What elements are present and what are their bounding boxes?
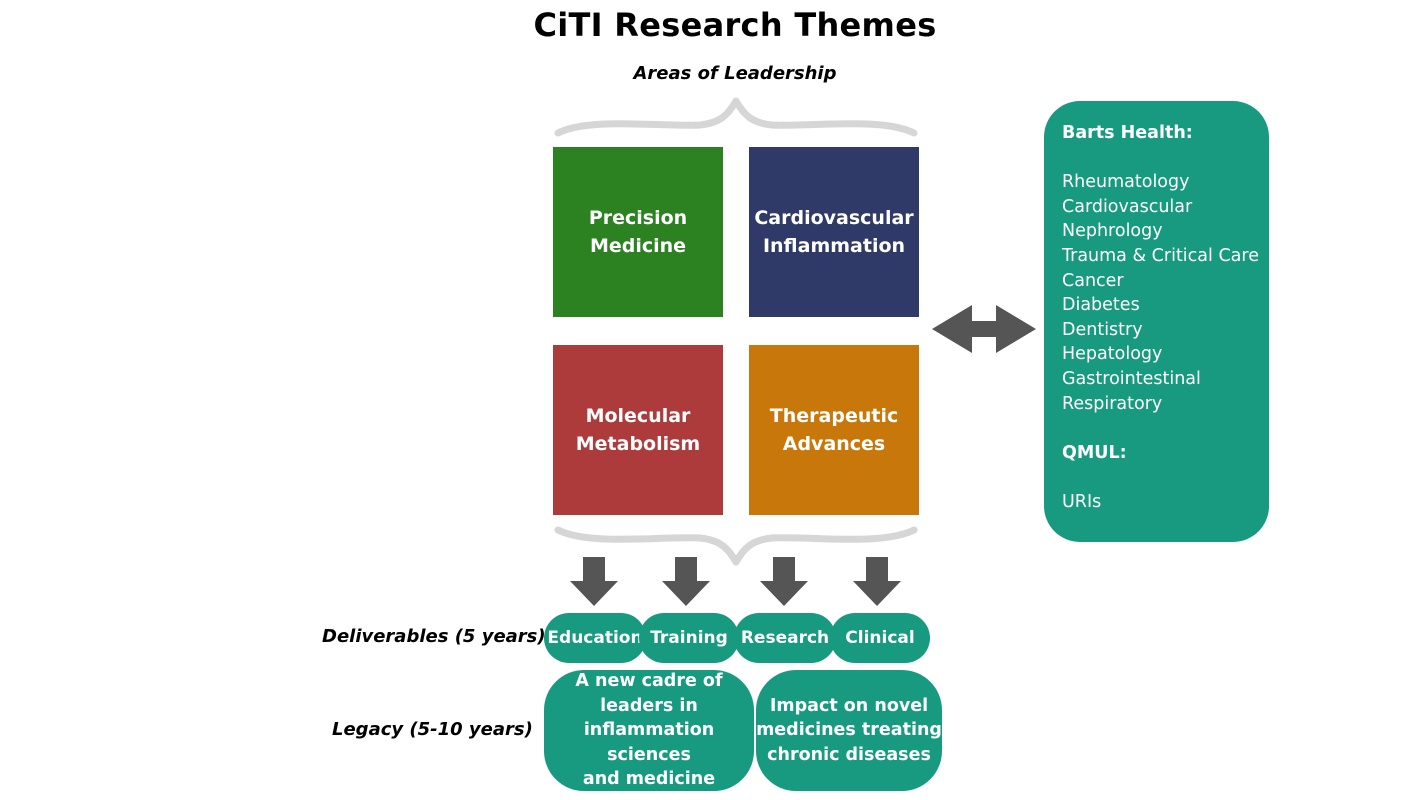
barts-item: Cardiovascular: [1062, 196, 1193, 217]
deliverable-research: Research: [734, 613, 836, 663]
barts-item: Diabetes: [1062, 295, 1140, 316]
top-brace-icon: [554, 97, 918, 137]
barts-item: Cancer: [1062, 270, 1124, 291]
deliverable-training: Training: [639, 613, 739, 663]
legacy-new-leaders: A new cadre of leaders in inflammation s…: [544, 670, 754, 791]
barts-item: Trauma & Critical Care: [1062, 245, 1259, 266]
barts-item: Hepatology: [1062, 344, 1163, 365]
deliverables-label: Deliverables (5 years): [322, 626, 546, 647]
deliverable-clinical: Clinical: [830, 613, 930, 663]
barts-item: Gastrointestinal: [1062, 368, 1201, 389]
theme-therapeutic-advances: Therapeutic Advances: [749, 345, 919, 515]
barts-health-heading: Barts Health:: [1062, 123, 1193, 143]
double-arrow-icon: [932, 305, 1036, 353]
legacy-novel-medicines: Impact on novel medicines treating chron…: [756, 670, 942, 791]
arrow-down-icon: [570, 557, 618, 606]
barts-item: Nephrology: [1062, 221, 1163, 242]
theme-precision-medicine: Precision Medicine: [553, 147, 723, 317]
qmul-heading: QMUL:: [1062, 442, 1127, 463]
deliverable-education: Education: [544, 613, 646, 663]
arrow-down-icon: [662, 557, 710, 606]
theme-cardiovascular-inflammation: Cardiovascular Inflammation: [749, 147, 919, 317]
qmul-item: URIs: [1062, 491, 1102, 512]
theme-molecular-metabolism: Molecular Metabolism: [553, 345, 723, 515]
legacy-label: Legacy (5-10 years): [332, 719, 533, 740]
barts-item: Dentistry: [1062, 319, 1143, 340]
barts-item: Rheumatology: [1062, 172, 1190, 193]
bottom-brace-icon: [554, 526, 918, 566]
arrow-down-icon: [760, 557, 808, 606]
areas-of-leadership-label: Areas of Leadership: [633, 63, 837, 84]
arrow-down-icon: [853, 557, 901, 606]
barts-item: Respiratory: [1062, 393, 1163, 414]
partners-panel: Barts Health: Rheumatology Cardiovascula…: [1044, 101, 1269, 542]
diagram-title: CiTI Research Themes: [533, 6, 937, 44]
